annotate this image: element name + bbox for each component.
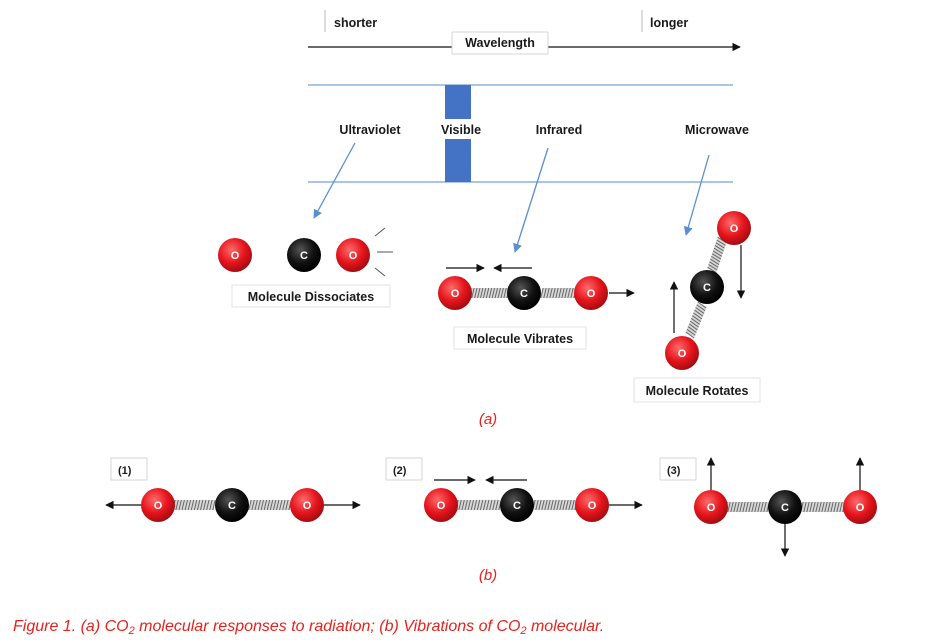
spring	[532, 499, 578, 511]
vibration-molecule: O C O Molecule Vibrates	[438, 263, 635, 350]
svg-text:O: O	[154, 500, 163, 512]
oxygen-atom: O	[574, 276, 608, 310]
mode-number: (2)	[393, 465, 407, 477]
infrared-pointer	[513, 147, 549, 253]
oxygen-atom: O	[336, 238, 370, 272]
caption-sub-1: 2	[128, 625, 135, 637]
oxygen-atom: O	[290, 488, 324, 522]
oxygen-atom: O	[665, 336, 699, 370]
band-visible: Visible	[441, 123, 481, 137]
carbon-atom: C	[287, 238, 321, 272]
rotates-label: Molecule Rotates	[646, 384, 749, 398]
mode-number-box	[385, 457, 423, 481]
svg-text:C: C	[228, 500, 236, 512]
figure-caption: Figure 1. (a) CO2 molecular responses to…	[13, 618, 604, 637]
mode-3: (3) O C O	[659, 457, 877, 557]
dissociation-molecule: O C O Molecule Dissociates	[218, 227, 393, 308]
visible-label-bg	[437, 119, 483, 139]
band-ultraviolet: Ultraviolet	[339, 123, 401, 137]
band-microwave: Microwave	[685, 123, 749, 137]
break-line	[374, 227, 386, 237]
mode-number: (1)	[118, 465, 132, 477]
oxygen-atom: O	[141, 488, 175, 522]
vibrates-label: Molecule Vibrates	[467, 332, 573, 346]
svg-text:O: O	[231, 250, 240, 262]
band-infrared: Infrared	[536, 123, 583, 137]
caption-part-3: molecular.	[527, 618, 605, 635]
svg-text:C: C	[703, 282, 711, 294]
mode-1: (1) O C O	[105, 457, 361, 522]
mode-number-box	[110, 457, 148, 481]
ultraviolet-pointer	[313, 142, 356, 219]
spring	[172, 499, 216, 511]
rotation-molecule: O C O Molecule Rotates	[633, 211, 761, 403]
spring	[800, 501, 846, 513]
caption-sub-2: 2	[519, 625, 526, 637]
wavelength-label: Wavelength	[465, 36, 535, 50]
svg-text:C: C	[520, 288, 528, 300]
mode-2: (2) O C O	[385, 457, 643, 522]
svg-text:O: O	[707, 502, 716, 514]
oxygen-atom: O	[843, 490, 877, 524]
spring	[685, 301, 707, 339]
rotates-label-box	[633, 377, 761, 403]
oxygen-atom: O	[424, 488, 458, 522]
dissociates-label: Molecule Dissociates	[248, 290, 374, 304]
spring	[248, 499, 292, 511]
oxygen-atom: O	[694, 490, 728, 524]
svg-text:O: O	[678, 348, 687, 360]
wavelength-scale: shorter longer Wavelength	[308, 10, 741, 55]
dissociates-label-box	[231, 284, 391, 308]
svg-text:O: O	[349, 250, 358, 262]
spring	[468, 287, 510, 299]
svg-text:C: C	[781, 502, 789, 514]
oxygen-atom: O	[438, 276, 472, 310]
shorter-label: shorter	[334, 16, 377, 30]
longer-label: longer	[650, 16, 688, 30]
carbon-atom: C	[768, 490, 802, 524]
carbon-atom: C	[500, 488, 534, 522]
spring	[455, 499, 502, 511]
panel-a-label: (a)	[479, 411, 497, 428]
svg-text:O: O	[730, 223, 739, 235]
svg-text:O: O	[437, 500, 446, 512]
svg-text:O: O	[588, 500, 597, 512]
carbon-atom: C	[690, 270, 724, 304]
carbon-atom: C	[215, 488, 249, 522]
wavelength-label-bg	[451, 31, 549, 55]
spectrum-band: Ultraviolet Visible Infrared Microwave	[308, 84, 749, 253]
spring	[540, 287, 577, 299]
caption-part-2: molecular responses to radiation; (b) Vi…	[135, 618, 521, 635]
svg-text:O: O	[587, 288, 596, 300]
oxygen-atom: O	[717, 211, 751, 245]
svg-text:C: C	[513, 500, 521, 512]
break-line	[374, 267, 386, 277]
svg-text:O: O	[856, 502, 865, 514]
oxygen-atom: O	[575, 488, 609, 522]
mode-number-box	[659, 457, 697, 481]
oxygen-atom: O	[218, 238, 252, 272]
vibrates-label-box	[453, 326, 587, 350]
mode-number: (3)	[667, 465, 681, 477]
panel-b-label: (b)	[479, 567, 497, 584]
svg-text:C: C	[300, 250, 308, 262]
caption-part-1: Figure 1. (a) CO	[13, 618, 129, 635]
spring	[724, 501, 770, 513]
svg-text:O: O	[451, 288, 460, 300]
svg-text:O: O	[303, 500, 312, 512]
carbon-atom: C	[507, 276, 541, 310]
spring	[707, 236, 727, 274]
microwave-pointer	[683, 154, 710, 236]
